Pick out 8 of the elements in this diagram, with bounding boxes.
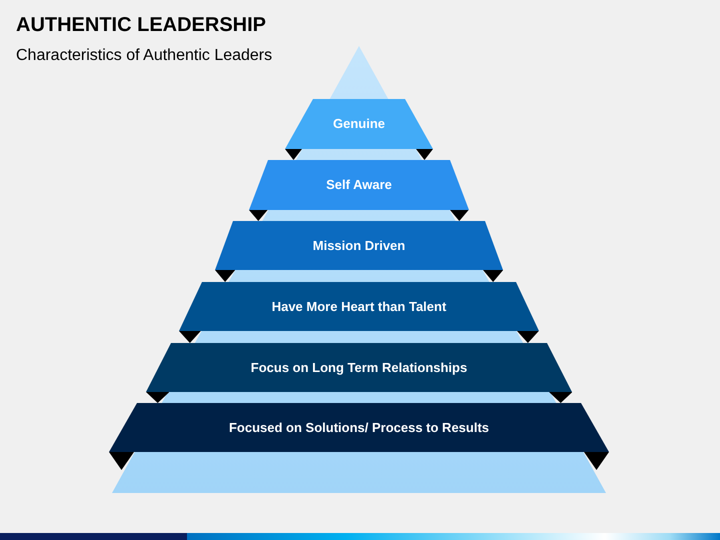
band-label: Focused on Solutions/ Process to Results	[228, 420, 490, 436]
band-label: Mission Driven	[312, 238, 406, 254]
band-label: Genuine	[332, 116, 385, 132]
band-label: Self Aware	[326, 177, 392, 193]
subtitle: Characteristics of Authentic Leaders	[16, 46, 272, 66]
band-label: Have More Heart than Talent	[272, 298, 446, 314]
band-label: Focus on Long Term Relationships	[250, 360, 468, 376]
title: AUTHENTIC LEADERSHIP	[16, 13, 266, 37]
